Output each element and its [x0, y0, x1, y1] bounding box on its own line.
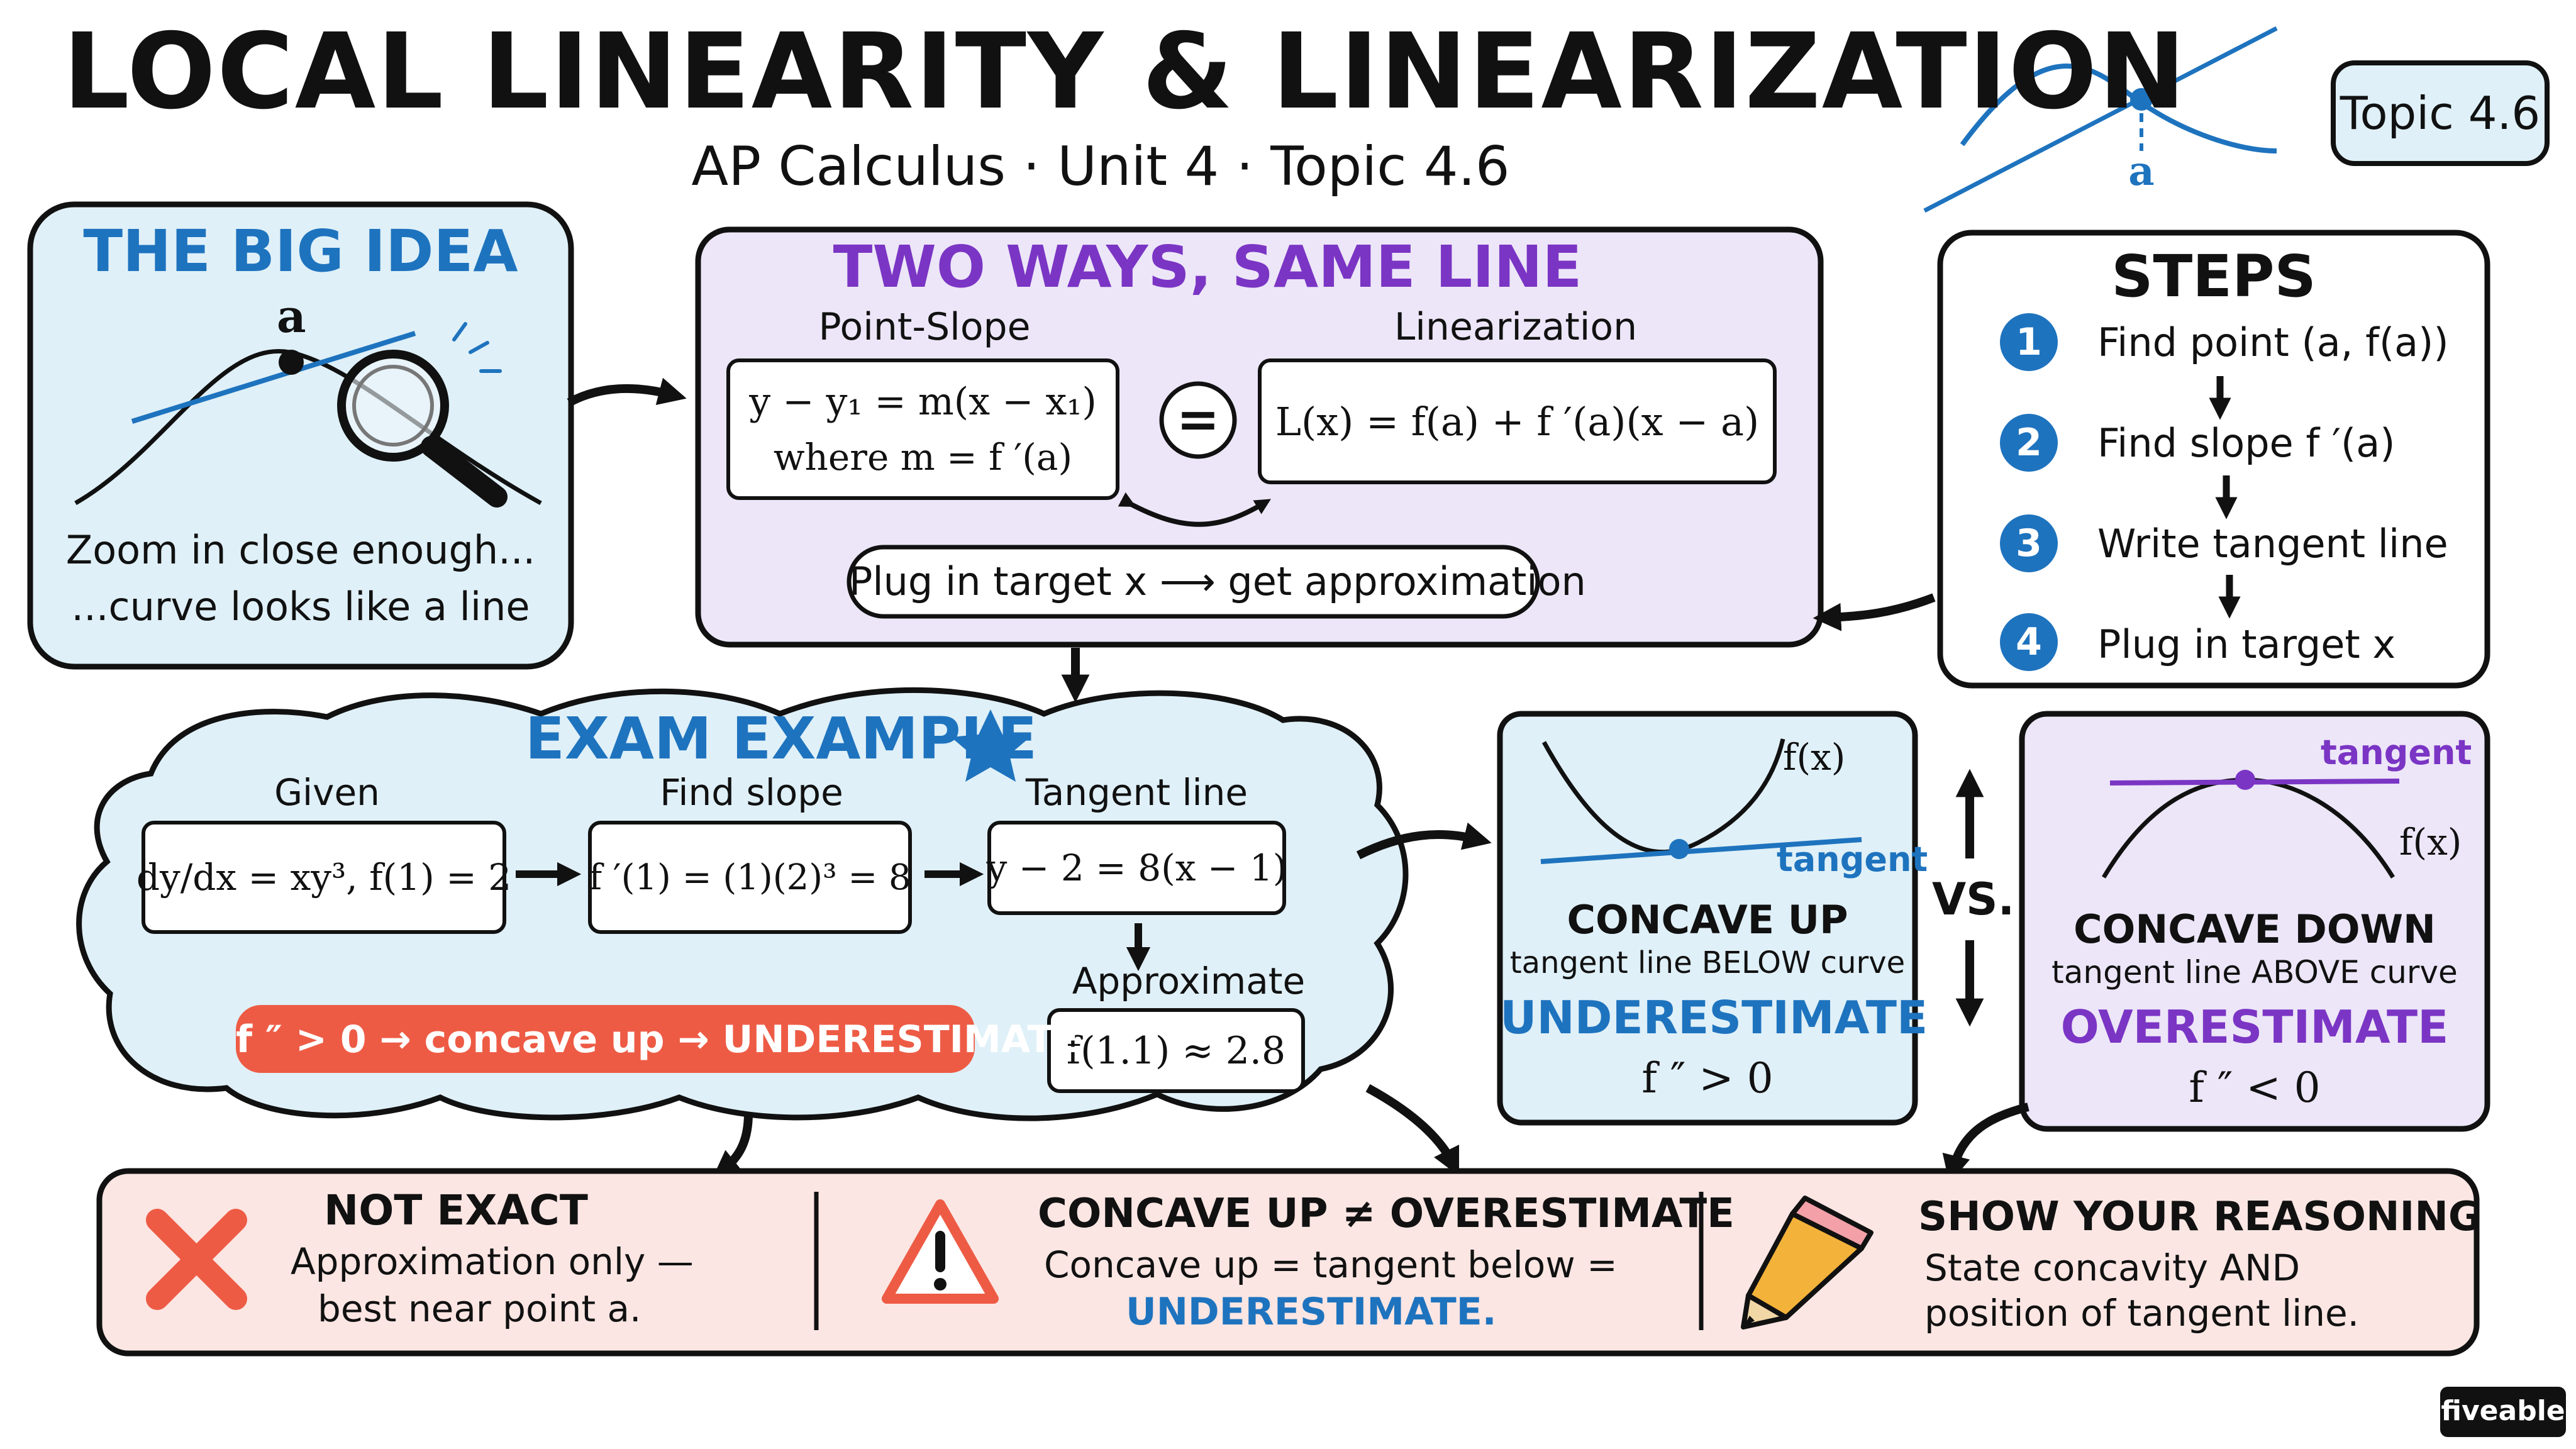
arrows-to-banner	[712, 1084, 2029, 1184]
page-subtitle: AP Calculus · Unit 4 · Topic 4.6	[691, 135, 1510, 198]
given-box: dy/dx = xy³, f(1) = 2	[136, 821, 511, 934]
conclusion-pill	[236, 1005, 975, 1073]
header-tangent-icon	[1923, 26, 2278, 213]
steps-arrows	[2209, 376, 2241, 619]
conclusion-label: f ″ > 0 → concave up → UNDERESTIMATE	[236, 1018, 1079, 1062]
star-icon	[951, 709, 1030, 782]
big-idea-point-label: a	[277, 289, 306, 343]
concave-up-condition: f ″ > 0	[1641, 1054, 1774, 1102]
find-slope-label: Find slope	[660, 771, 843, 814]
topic-badge-label: Topic 4.6	[2340, 87, 2541, 140]
double-arrow	[1118, 492, 1271, 527]
steps-title: STEPS	[2111, 243, 2316, 310]
arrow-bigidea-to-twoways	[567, 377, 687, 407]
step-2-text: Find slope f ′(a)	[2097, 420, 2396, 466]
step-3-badge: 3	[2000, 514, 2058, 572]
x-icon	[146, 1209, 247, 1310]
arrow-exam-to-concave-up	[1356, 822, 1492, 860]
concave-down-title: CONCAVE DOWN	[2074, 906, 2436, 952]
concave-up-desc: tangent line BELOW curve	[1509, 945, 1906, 980]
pencil-icon	[1741, 1196, 1874, 1330]
step-2-badge: 2	[2000, 414, 2058, 472]
concave-down-tangent-label: tangent	[2321, 733, 2472, 772]
brand-logo: fiveable	[2441, 1395, 2565, 1427]
magnifier-icon	[337, 322, 508, 508]
concave-up-box	[1497, 711, 1918, 1126]
plug-in-label: Plug in target x ⟶ get approximation	[849, 558, 1586, 604]
given-equation: dy/dx = xy³, f(1) = 2	[136, 856, 512, 899]
warning-icon	[882, 1199, 999, 1304]
big-idea-line-2: ...curve looks like a line	[71, 584, 530, 630]
tip-1-line-1: Approximation only —	[291, 1240, 694, 1283]
linearization-label: Linearization	[1394, 305, 1638, 349]
tangent-equation: y − 2 = 8(x − 1)	[986, 847, 1287, 889]
find-slope-equation: f ′(1) = (1)(2)³ = 8	[589, 857, 911, 898]
big-idea-graph	[74, 331, 542, 506]
concave-down-graph	[2101, 770, 2400, 879]
step-1-badge: 1	[2000, 313, 2058, 371]
approx-box: f(1.1) ≈ 2.8	[1047, 1008, 1305, 1093]
tips-banner	[96, 1168, 2480, 1357]
concave-up-fx-label: f(x)	[1783, 736, 1846, 779]
step-1-text: Find point (a, f(a))	[2097, 319, 2449, 365]
arrow-steps-to-twoways	[1813, 593, 1936, 631]
tip-2-line-3: UNDERESTIMATE.	[1126, 1290, 1497, 1334]
step-3-text: Write tangent line	[2097, 521, 2448, 567]
tip-3-title: SHOW YOUR REASONING	[1918, 1194, 2482, 1240]
header-icon-point-label: a	[2128, 148, 2155, 195]
given-label: Given	[274, 771, 380, 814]
tip-3-line-1: State concavity AND	[1924, 1246, 2301, 1289]
tip-1-line-2: best near point a.	[318, 1287, 641, 1330]
approx-label: Approximate	[1072, 960, 1306, 1002]
tangent-label: Tangent line	[1025, 771, 1248, 814]
two-ways-title: TWO WAYS, SAME LINE	[833, 233, 1582, 301]
concave-up-tangent-label: tangent	[1777, 840, 1928, 879]
topic-badge-box	[2331, 60, 2550, 166]
point-slope-box: y − y₁ = m(x − x₁) where m = f ′(a)	[726, 358, 1119, 500]
concave-down-box	[2019, 711, 2490, 1132]
brand-tag	[2440, 1387, 2566, 1437]
vs-label: VS.	[1932, 874, 2015, 925]
point-slope-equation: y − y₁ = m(x − x₁)	[749, 379, 1097, 424]
point-slope-where: where m = f ′(a)	[773, 435, 1073, 479]
tangent-box: y − 2 = 8(x − 1)	[986, 821, 1287, 915]
concave-up-title: CONCAVE UP	[1567, 897, 1848, 943]
concave-down-condition: f ″ < 0	[2189, 1063, 2321, 1112]
steps-box	[1937, 230, 2490, 689]
linearization-equation: L(x) = f(a) + f ′(a)(x − a)	[1275, 398, 1760, 445]
concave-up-verdict: UNDERESTIMATE	[1500, 991, 1928, 1044]
exam-flow-arrows	[516, 862, 1151, 972]
page-title: LOCAL LINEARITY & LINEARIZATION	[63, 11, 2187, 133]
tip-2-title: CONCAVE UP ≠ OVERESTIMATE	[1038, 1191, 1735, 1237]
big-idea-line-1: Zoom in close enough...	[65, 527, 536, 573]
big-idea-title: THE BIG IDEA	[83, 218, 518, 285]
tip-3-line-2: position of tangent line.	[1924, 1292, 2360, 1335]
concave-down-desc: tangent line ABOVE curve	[2051, 954, 2458, 991]
concave-up-graph	[1540, 738, 1862, 864]
exam-title: EXAM EXAMPLE	[525, 705, 1037, 772]
tip-2-line-1: Concave up = tangent below =	[1044, 1243, 1618, 1286]
step-4-text: Plug in target x	[2097, 621, 2396, 667]
find-slope-box: f ′(1) = (1)(2)³ = 8	[588, 821, 912, 934]
plug-in-pill	[847, 545, 1540, 619]
concave-down-fx-label: f(x)	[2399, 821, 2462, 863]
tip-1-title: NOT EXACT	[324, 1186, 588, 1235]
step-4-badge: 4	[2000, 613, 2058, 671]
linearization-box: L(x) = f(a) + f ′(a)(x − a)	[1258, 358, 1777, 484]
concave-down-verdict: OVERESTIMATE	[2060, 1001, 2449, 1053]
point-slope-label: Point-Slope	[818, 305, 1031, 349]
big-idea-box	[27, 201, 574, 670]
equals-circle	[1159, 381, 1237, 459]
equals-sign: =	[1176, 390, 1220, 450]
approx-equation: f(1.1) ≈ 2.8	[1066, 1028, 1286, 1073]
